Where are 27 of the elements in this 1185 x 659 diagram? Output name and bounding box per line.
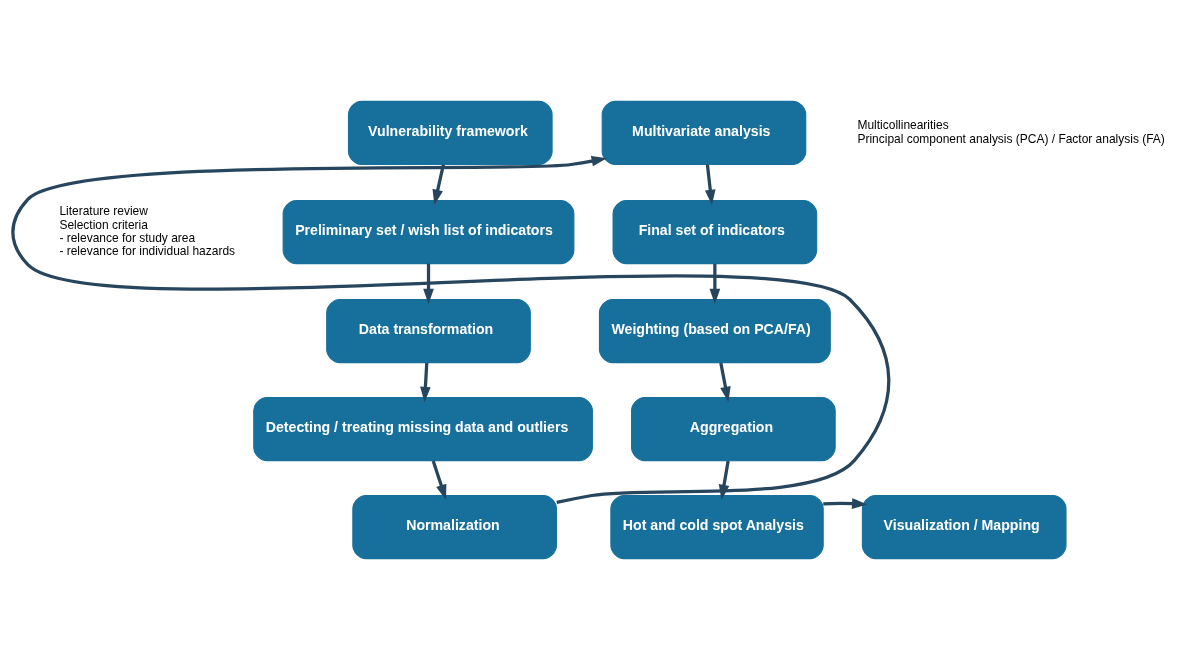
node-label: - relevance for individual hazards [59, 243, 236, 258]
node-label: - relevance for study area [59, 230, 196, 245]
arrow [719, 362, 731, 402]
arrow [718, 460, 730, 500]
arrow [423, 263, 434, 304]
node-box: Aggregation [631, 396, 836, 461]
arrow [420, 362, 431, 402]
node-box: Vulnerability framework [347, 100, 553, 165]
node-box: Visualization / Mapping [861, 494, 1067, 559]
arrow [432, 163, 445, 205]
arrow [431, 460, 447, 500]
node-box: Hot and cold spot Analysis [610, 494, 824, 559]
node-label: Principal component analysis (PCA) / Factor analysis (FA) [857, 131, 1165, 146]
node-box: Data transformation [326, 298, 531, 363]
node-label: Multicollinearities [857, 117, 949, 132]
arrow [823, 497, 868, 509]
node-label: Selection criteria [59, 217, 148, 232]
node-box: Normalization [352, 494, 557, 559]
arrow [12, 155, 891, 504]
node-label: Literature review [59, 203, 148, 218]
node-box: Detecting / treating missing data and outliers [253, 396, 593, 461]
node-box: Preliminary set / wish list of indicators [282, 199, 575, 264]
arrow [709, 263, 721, 304]
node-box: Weighting (based on PCA/FA) [598, 298, 831, 363]
node-box: Multivariate analysis [601, 100, 807, 165]
arrow [704, 164, 716, 205]
node-box: Final set of indicators [612, 199, 818, 264]
